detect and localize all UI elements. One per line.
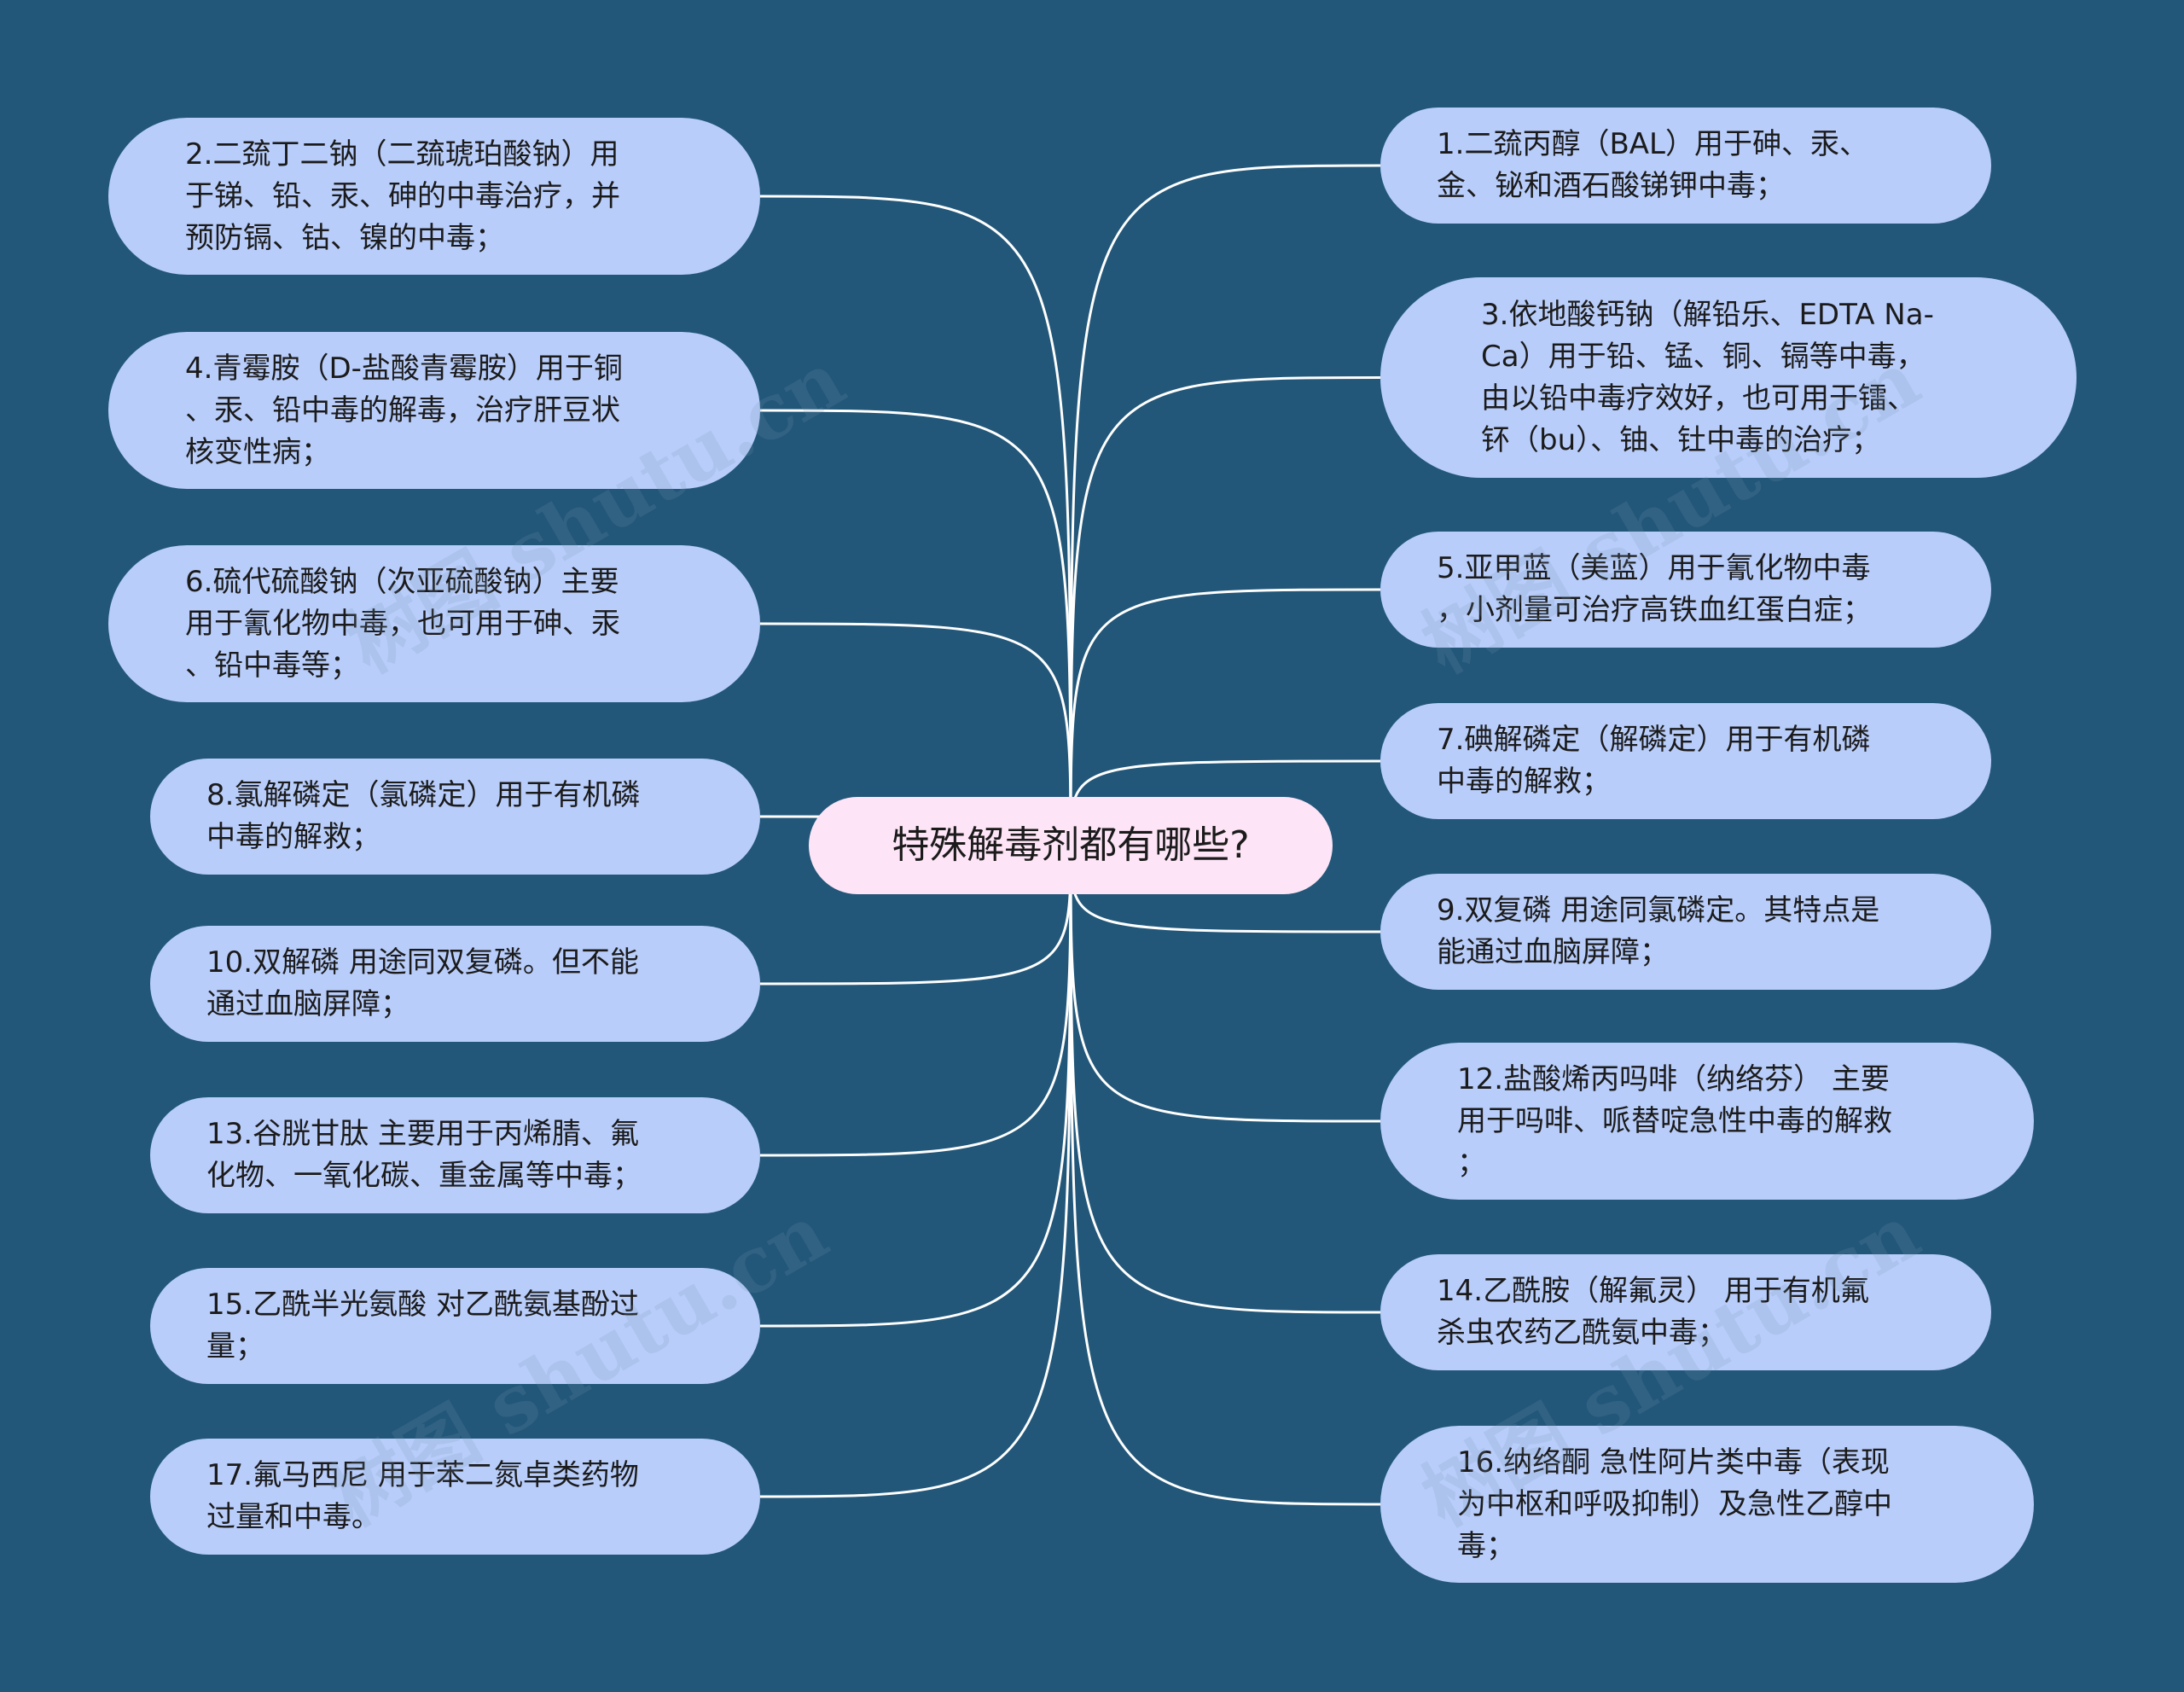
topic-label-n14: 14.乙酰胺（解氟灵） 用于有机氟 杀虫农药乙酰氨中毒； [1437, 1274, 1869, 1350]
topic-label-n8: 8.氯解磷定（氯磷定）用于有机磷 中毒的解救； [206, 778, 641, 854]
central-topic-label: 特殊解毒剂都有哪些? [892, 823, 1250, 867]
connector-n5 [1069, 588, 1381, 846]
topic-node-n12[interactable]: 12.盐酸烯丙吗啡（纳络芬） 主要 用于吗啡、哌替啶急性中毒的解救 ； [1380, 1043, 2034, 1200]
connector-n1 [1069, 164, 1381, 846]
topic-node-n14[interactable]: 14.乙酰胺（解氟灵） 用于有机氟 杀虫农药乙酰氨中毒； [1380, 1254, 1991, 1370]
topic-label-n16: 16.纳络酮 急性阿片类中毒（表现 为中枢和呼吸抑制）及急性乙醇中 毒； [1457, 1445, 1892, 1563]
topic-label-n17: 17.氟马西尼 用于苯二氮卓类药物 过量和中毒。 [206, 1458, 639, 1534]
topic-node-n4[interactable]: 4.青霉胺（D-盐酸青霉胺）用于铜 、汞、铅中毒的解毒，治疗肝豆状 核变性病； [108, 332, 760, 489]
topic-node-n6[interactable]: 6.硫代硫酸钠（次亚硫酸钠）主要 用于氰化物中毒，也可用于砷、汞 、铅中毒等； [108, 545, 760, 702]
connector-n15 [759, 845, 1072, 1328]
topic-node-n13[interactable]: 13.谷胱甘肽 主要用于丙烯腈、氟 化物、一氧化碳、重金属等中毒； [150, 1097, 760, 1213]
topic-label-n5: 5.亚甲蓝（美蓝）用于氰化物中毒 ，小剂量可治疗高铁血红蛋白症； [1437, 551, 1872, 627]
topic-node-n1[interactable]: 1.二巯丙醇（BAL）用于砷、汞、 金、铋和酒石酸锑钾中毒； [1380, 108, 1991, 224]
topic-label-n15: 15.乙酰半光氨酸 对乙酰氨基酚过 量； [206, 1288, 639, 1363]
topic-node-n17[interactable]: 17.氟马西尼 用于苯二氮卓类药物 过量和中毒。 [150, 1439, 760, 1555]
topic-label-n12: 12.盐酸烯丙吗啡（纳络芬） 主要 用于吗啡、哌替啶急性中毒的解救 ； [1457, 1061, 1892, 1180]
connector-n17 [759, 845, 1072, 1498]
topic-label-n13: 13.谷胱甘肽 主要用于丙烯腈、氟 化物、一氧化碳、重金属等中毒； [206, 1117, 642, 1193]
topic-node-n10[interactable]: 10.双解磷 用途同双复磷。但不能 通过血脑屏障； [150, 926, 760, 1042]
central-topic-node[interactable]: 特殊解毒剂都有哪些? [809, 797, 1333, 894]
topic-label-n1: 1.二巯丙醇（BAL）用于砷、汞、 金、铋和酒石酸锑钾中毒； [1437, 127, 1868, 203]
topic-node-n5[interactable]: 5.亚甲蓝（美蓝）用于氰化物中毒 ，小剂量可治疗高铁血红蛋白症； [1380, 532, 1991, 648]
topic-label-n7: 7.碘解磷定（解磷定）用于有机磷 中毒的解救； [1437, 723, 1871, 799]
topic-node-n15[interactable]: 15.乙酰半光氨酸 对乙酰氨基酚过 量； [150, 1268, 760, 1384]
topic-label-n2: 2.二巯丁二钠（二巯琥珀酸钠）用 于锑、铅、汞、砷的中毒治疗，并 预防镉、钴、镍… [185, 137, 620, 255]
connector-n4 [759, 409, 1072, 846]
topic-label-n6: 6.硫代硫酸钠（次亚硫酸钠）主要 用于氰化物中毒，也可用于砷、汞 、铅中毒等； [185, 564, 620, 683]
topic-label-n4: 4.青霉胺（D-盐酸青霉胺）用于铜 、汞、铅中毒的解毒，治疗肝豆状 核变性病； [185, 351, 623, 469]
topic-label-n3: 3.依地酸钙钠（解铅乐、EDTA Na- Ca）用于铅、锰、铜、镉等中毒， 由以… [1481, 297, 1934, 457]
connector-n2 [759, 195, 1072, 846]
topic-node-n3[interactable]: 3.依地酸钙钠（解铅乐、EDTA Na- Ca）用于铅、锰、铜、镉等中毒， 由以… [1380, 277, 2077, 478]
topic-node-n16[interactable]: 16.纳络酮 急性阿片类中毒（表现 为中枢和呼吸抑制）及急性乙醇中 毒； [1380, 1426, 2034, 1583]
topic-node-n9[interactable]: 9.双复磷 用途同氯磷定。其特点是 能通过血脑屏障； [1380, 874, 1991, 990]
topic-label-n9: 9.双复磷 用途同氯磷定。其特点是 能通过血脑屏障； [1437, 893, 1880, 969]
connector-n16 [1069, 845, 1381, 1506]
topic-label-n10: 10.双解磷 用途同双复磷。但不能 通过血脑屏障； [206, 945, 639, 1021]
connector-n3 [1069, 376, 1381, 846]
connector-n14 [1069, 845, 1381, 1314]
topic-node-n2[interactable]: 2.二巯丁二钠（二巯琥珀酸钠）用 于锑、铅、汞、砷的中毒治疗，并 预防镉、钴、镍… [108, 118, 760, 275]
topic-node-n7[interactable]: 7.碘解磷定（解磷定）用于有机磷 中毒的解救； [1380, 703, 1991, 819]
topic-node-n8[interactable]: 8.氯解磷定（氯磷定）用于有机磷 中毒的解救； [150, 759, 760, 875]
